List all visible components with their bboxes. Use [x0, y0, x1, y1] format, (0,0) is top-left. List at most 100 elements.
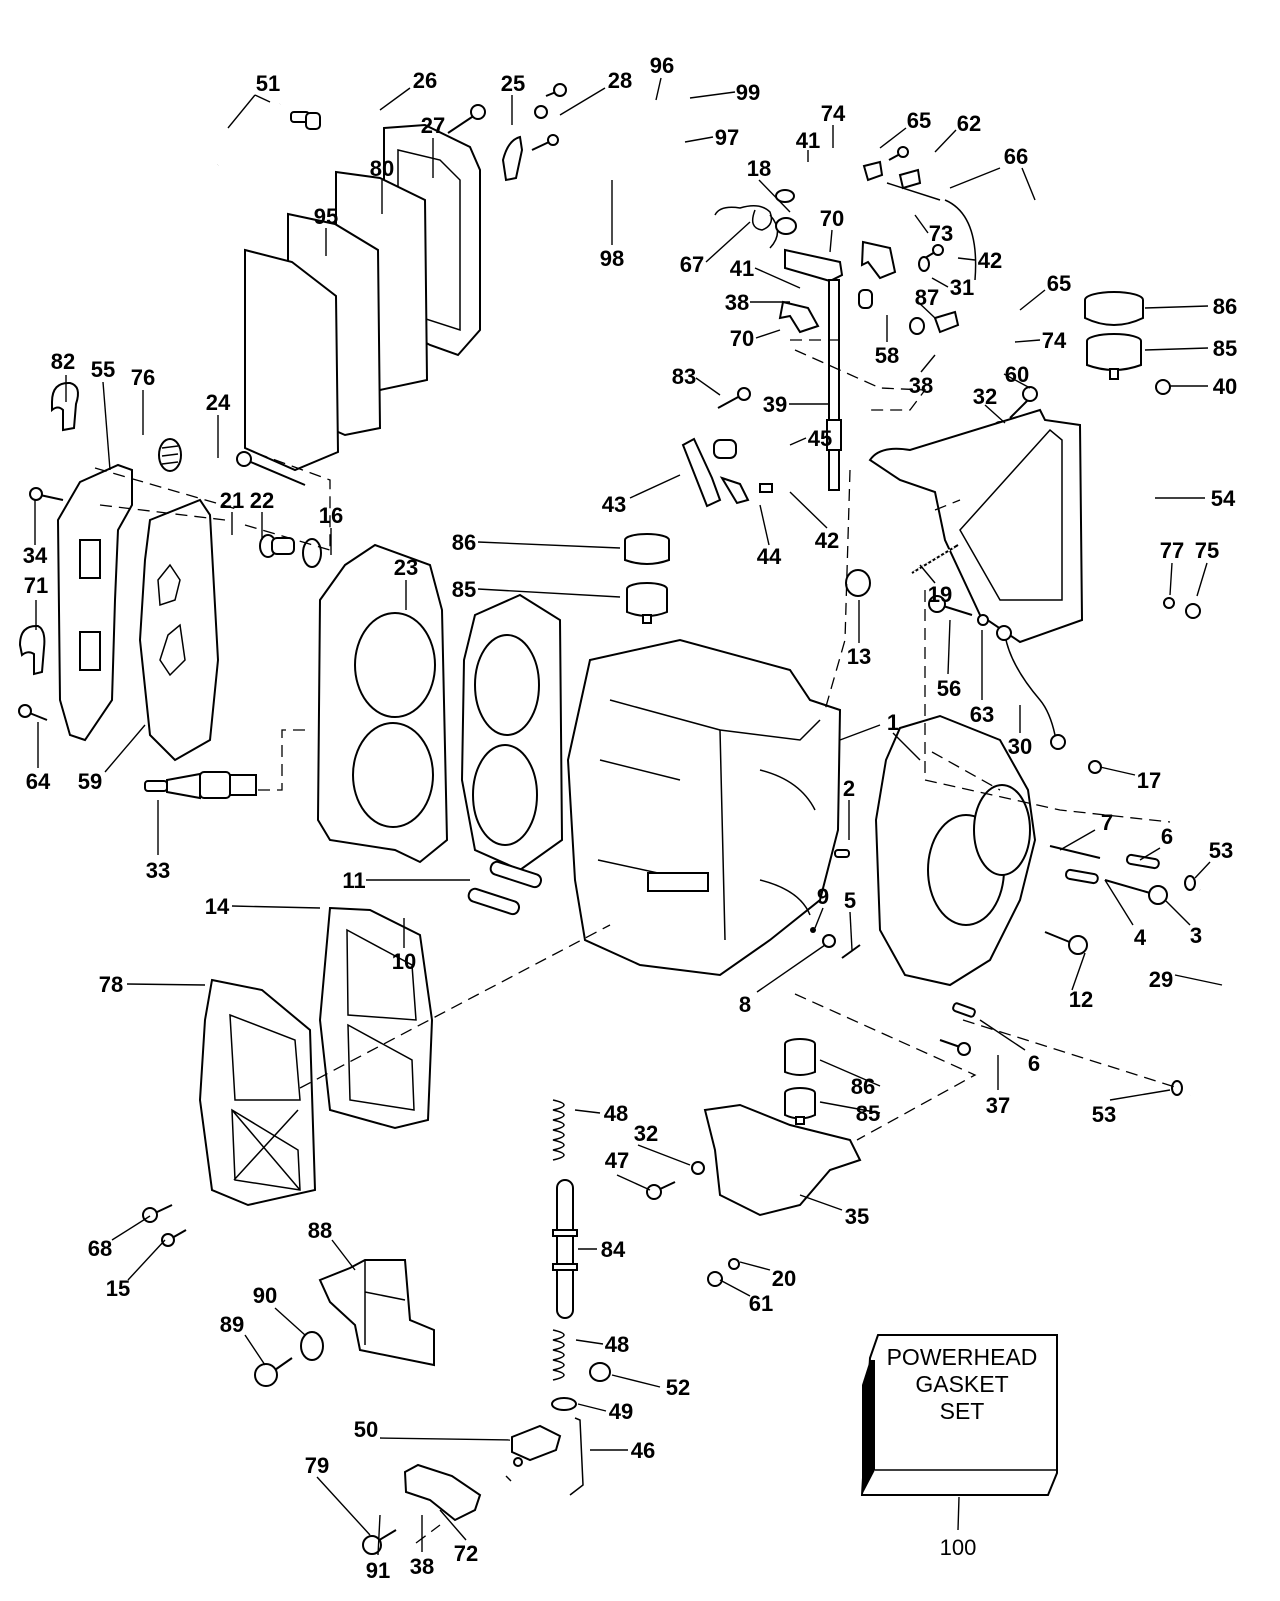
callout-73: 73 [929, 221, 953, 246]
callout-45: 45 [808, 426, 832, 451]
leader-line [577, 1403, 607, 1412]
callout-20: 20 [772, 1266, 796, 1291]
bushing-part [775, 189, 795, 203]
callout-66: 66 [1004, 144, 1028, 169]
leader-line [1144, 305, 1209, 309]
callout-95: 95 [314, 204, 338, 229]
callout-75: 75 [1195, 538, 1219, 563]
dowel-pin-part [1126, 853, 1160, 870]
assembly-lines [94, 339, 1176, 1544]
callout-97: 97 [715, 125, 739, 150]
gasket-bore [474, 634, 540, 736]
plunger-ring [552, 1229, 578, 1237]
callout-71: 71 [24, 573, 48, 598]
screw-part [161, 1229, 187, 1247]
leader-line [111, 1215, 151, 1241]
callout-43: 43 [602, 492, 626, 517]
callout-58: 58 [875, 343, 899, 368]
leader-line [759, 504, 770, 546]
callout-12: 12 [1069, 987, 1093, 1012]
gasket-kit-label: POWERHEAD GASKET SET 100 [887, 1344, 1038, 1560]
spring-part [714, 205, 779, 249]
callout-68: 68 [88, 1236, 112, 1261]
callout-1: 1 [887, 710, 899, 735]
leader-line [616, 1174, 651, 1191]
screw-part [545, 83, 567, 97]
cam-follower-part [713, 439, 737, 459]
callout-56: 56 [937, 676, 961, 701]
leader-line [829, 229, 833, 253]
bolt-part [1104, 879, 1168, 905]
callout-28: 28 [608, 68, 632, 93]
callout-87: 87 [915, 285, 939, 310]
clamp-part [18, 624, 46, 676]
callout-74: 74 [1042, 328, 1067, 353]
leader-line [1144, 347, 1209, 351]
bracket-part [501, 135, 524, 182]
dowel-pin-part [489, 860, 543, 889]
callout-64: 64 [26, 769, 51, 794]
leader-line [574, 1109, 601, 1114]
clamp-part [51, 381, 79, 432]
callout-24: 24 [206, 390, 231, 415]
leader-line [637, 1144, 691, 1166]
clip-part [719, 476, 750, 505]
leader-line [254, 94, 271, 103]
screw-part [142, 1204, 173, 1223]
callout-53: 53 [1209, 838, 1233, 863]
nut-part [1088, 760, 1102, 774]
callout-29: 29 [1149, 967, 1173, 992]
mount-part [1084, 291, 1144, 326]
support-bracket-inner [959, 428, 1063, 601]
leader-line [477, 588, 621, 598]
link-block-part [933, 310, 960, 334]
ground-wire-part [1004, 634, 1056, 736]
leader-line [127, 1239, 166, 1281]
washer-part [918, 256, 930, 272]
callout-31: 31 [950, 275, 974, 300]
parts-layer [18, 83, 1233, 1555]
spring-part [158, 438, 182, 472]
support-bracket-part [868, 408, 1084, 644]
callout-85: 85 [1213, 336, 1237, 361]
callout-84: 84 [601, 1237, 626, 1262]
kit-callout: 100 [940, 1535, 977, 1560]
callout-86: 86 [1213, 294, 1237, 319]
bolt-part [29, 487, 64, 501]
clip-bracket-part [778, 300, 820, 334]
callout-91: 91 [366, 1558, 390, 1583]
callout-85: 85 [452, 577, 476, 602]
stud-part [1049, 845, 1101, 859]
callout-21: 21 [220, 488, 244, 513]
fitting-part [290, 111, 321, 130]
leader-line [758, 179, 791, 213]
callout-25: 25 [501, 71, 525, 96]
callout-53: 53 [1092, 1102, 1116, 1127]
combustion-chamber [354, 612, 436, 718]
mount-part [624, 533, 670, 565]
mount-part [784, 1038, 816, 1076]
callout-41: 41 [796, 128, 820, 153]
cover-plate-port [79, 631, 101, 671]
leader-line [755, 329, 781, 339]
hose-part [217, 103, 281, 166]
leader-line [102, 381, 111, 471]
kit-label-line: GASKET [915, 1371, 1008, 1397]
callout-9: 9 [817, 884, 829, 909]
bolt-part [1044, 931, 1088, 955]
leader-line [756, 944, 826, 993]
leader-line [1174, 974, 1223, 986]
leader-line [947, 619, 951, 675]
callout-62: 62 [957, 111, 981, 136]
cylinder-block-part [566, 638, 842, 977]
leader-line [919, 564, 936, 584]
leader-line [274, 1307, 306, 1336]
leader-line [839, 724, 881, 741]
callout-50: 50 [354, 1417, 378, 1442]
leader-line [1021, 167, 1036, 201]
lever-part [511, 1424, 562, 1462]
plunger-part [556, 1179, 574, 1319]
callout-35: 35 [845, 1204, 869, 1229]
